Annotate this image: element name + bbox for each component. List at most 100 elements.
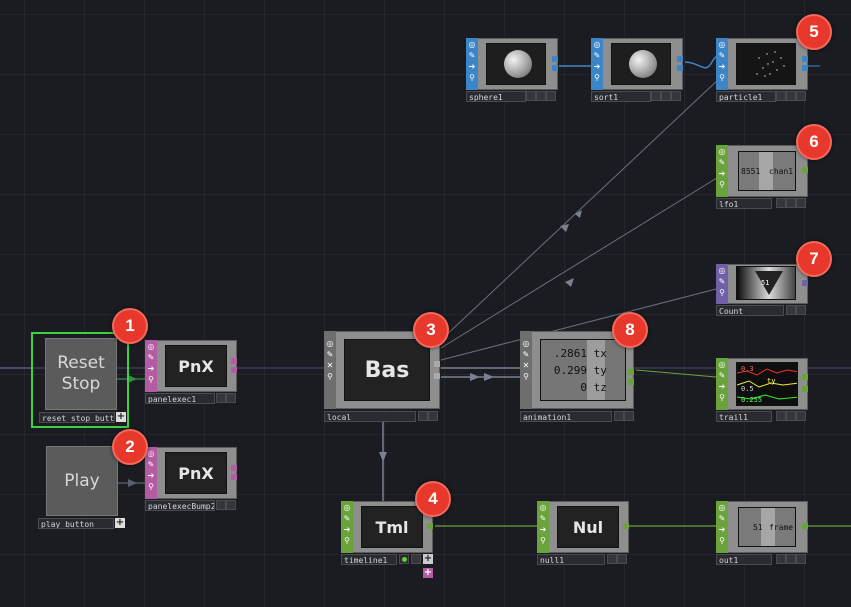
flag-box[interactable] (624, 411, 634, 421)
flag-box[interactable] (796, 198, 806, 208)
edit-icon[interactable]: ✎ (326, 350, 334, 359)
viewer-toggle-icon[interactable]: ◎ (539, 503, 547, 512)
lock-icon[interactable]: ⚲ (719, 536, 725, 545)
bypass-icon[interactable]: ✕ (522, 361, 530, 370)
flag-box[interactable] (786, 91, 796, 101)
edit-icon[interactable]: ✎ (718, 371, 726, 380)
output-connector[interactable] (677, 56, 683, 62)
bypass-icon[interactable]: ✕ (326, 361, 334, 370)
flag-box[interactable] (216, 393, 226, 403)
node-label[interactable]: local (324, 411, 416, 422)
edit-icon[interactable]: ✎ (147, 353, 155, 362)
edit-icon[interactable]: ✎ (718, 51, 726, 60)
flag-box[interactable] (411, 554, 421, 564)
node-label[interactable]: panelexecBump2 (145, 500, 215, 511)
edit-icon[interactable]: ✎ (718, 514, 726, 523)
edit-icon[interactable]: ✎ (539, 514, 547, 523)
node-label[interactable]: out1 (716, 554, 772, 565)
output-connector[interactable] (802, 523, 808, 529)
flag-box[interactable] (786, 198, 796, 208)
flag-box[interactable] (776, 554, 786, 564)
lock-icon[interactable]: ⚲ (148, 482, 154, 491)
viewer-toggle-icon[interactable]: ◎ (147, 449, 155, 458)
viewer-toggle-icon[interactable]: ◎ (326, 339, 334, 348)
output-connector[interactable] (231, 474, 237, 480)
arrow-icon[interactable]: ➔ (343, 525, 351, 534)
add-dat-icon[interactable]: + (423, 567, 433, 578)
lock-icon[interactable]: ⚲ (719, 393, 725, 402)
lock-icon[interactable]: ⚲ (344, 536, 350, 545)
flag-box[interactable] (776, 91, 786, 101)
flag-box[interactable] (536, 91, 546, 101)
output-connector[interactable] (434, 373, 440, 379)
flag-box[interactable] (614, 411, 624, 421)
flag-box[interactable] (776, 198, 786, 208)
arrow-icon[interactable]: ➔ (593, 62, 601, 71)
flag-box[interactable] (786, 411, 796, 421)
output-connector[interactable] (802, 56, 808, 62)
viewer-toggle-icon[interactable]: ◎ (718, 40, 726, 49)
flag-box[interactable] (796, 305, 806, 315)
edit-icon[interactable]: ✎ (147, 460, 155, 469)
arrow-icon[interactable]: ➔ (147, 364, 155, 373)
viewer-toggle-icon[interactable]: ◎ (343, 503, 351, 512)
arrow-icon[interactable]: ➔ (468, 62, 476, 71)
edit-icon[interactable]: ✎ (718, 158, 726, 167)
output-connector[interactable] (628, 369, 634, 375)
viewer-toggle-icon[interactable]: ◎ (593, 40, 601, 49)
add-icon[interactable]: + (423, 553, 433, 564)
output-connector[interactable] (802, 386, 808, 392)
flag-box[interactable] (796, 91, 806, 101)
output-connector[interactable] (802, 167, 808, 173)
lock-icon[interactable]: ⚲ (148, 375, 154, 384)
node-label[interactable]: reset_stop_butt (39, 412, 115, 423)
node-label[interactable]: timeline1 (341, 554, 397, 565)
reset-stop-button[interactable]: Reset Stop (45, 338, 117, 410)
viewer-toggle-icon[interactable]: ◎ (718, 360, 726, 369)
viewer-toggle-icon[interactable]: ◎ (522, 339, 530, 348)
flag-box[interactable] (617, 554, 627, 564)
output-connector[interactable] (677, 65, 683, 71)
flag-box[interactable] (651, 91, 661, 101)
lock-icon[interactable]: ⚲ (594, 73, 600, 82)
output-connector[interactable] (427, 523, 433, 529)
viewer-toggle-icon[interactable]: ◎ (718, 503, 726, 512)
output-connector[interactable] (552, 56, 558, 62)
node-label[interactable]: Count (716, 305, 784, 316)
output-connector[interactable] (552, 65, 558, 71)
arrow-icon[interactable]: ➔ (718, 62, 726, 71)
arrow-icon[interactable]: ➔ (147, 471, 155, 480)
flag-box[interactable] (671, 91, 681, 101)
node-label[interactable]: particle1 (716, 91, 776, 102)
lock-icon[interactable]: ⚲ (523, 372, 529, 381)
output-connector[interactable] (231, 465, 237, 471)
node-label[interactable]: lfo1 (716, 198, 772, 209)
output-connector[interactable] (802, 65, 808, 71)
viewer-toggle-icon[interactable]: ◎ (718, 147, 726, 156)
flag-box[interactable] (796, 411, 806, 421)
flag-box[interactable] (546, 91, 556, 101)
node-label[interactable]: sort1 (591, 91, 651, 102)
flag-box[interactable] (226, 393, 236, 403)
output-connector[interactable] (628, 379, 634, 385)
flag-box[interactable] (526, 91, 536, 101)
flag-box[interactable] (796, 554, 806, 564)
viewer-toggle-icon[interactable]: ◎ (468, 40, 476, 49)
lock-icon[interactable]: ⚲ (469, 73, 475, 82)
play-button[interactable]: Play (46, 446, 118, 516)
arrow-icon[interactable]: ➔ (718, 169, 726, 178)
viewer-toggle-icon[interactable]: ◎ (718, 266, 726, 275)
add-icon[interactable]: + (116, 411, 126, 422)
output-connector[interactable] (231, 367, 237, 373)
node-label[interactable]: animation1 (520, 411, 612, 422)
flag-box[interactable] (216, 500, 226, 510)
edit-icon[interactable]: ✎ (522, 350, 530, 359)
edit-icon[interactable]: ✎ (343, 514, 351, 523)
node-label[interactable]: sphere1 (466, 91, 526, 102)
output-connector[interactable] (434, 361, 440, 367)
viewer-toggle-icon[interactable]: ◎ (147, 342, 155, 351)
output-connector[interactable] (231, 358, 237, 364)
flag-box[interactable] (776, 411, 786, 421)
flag-box[interactable] (428, 411, 438, 421)
